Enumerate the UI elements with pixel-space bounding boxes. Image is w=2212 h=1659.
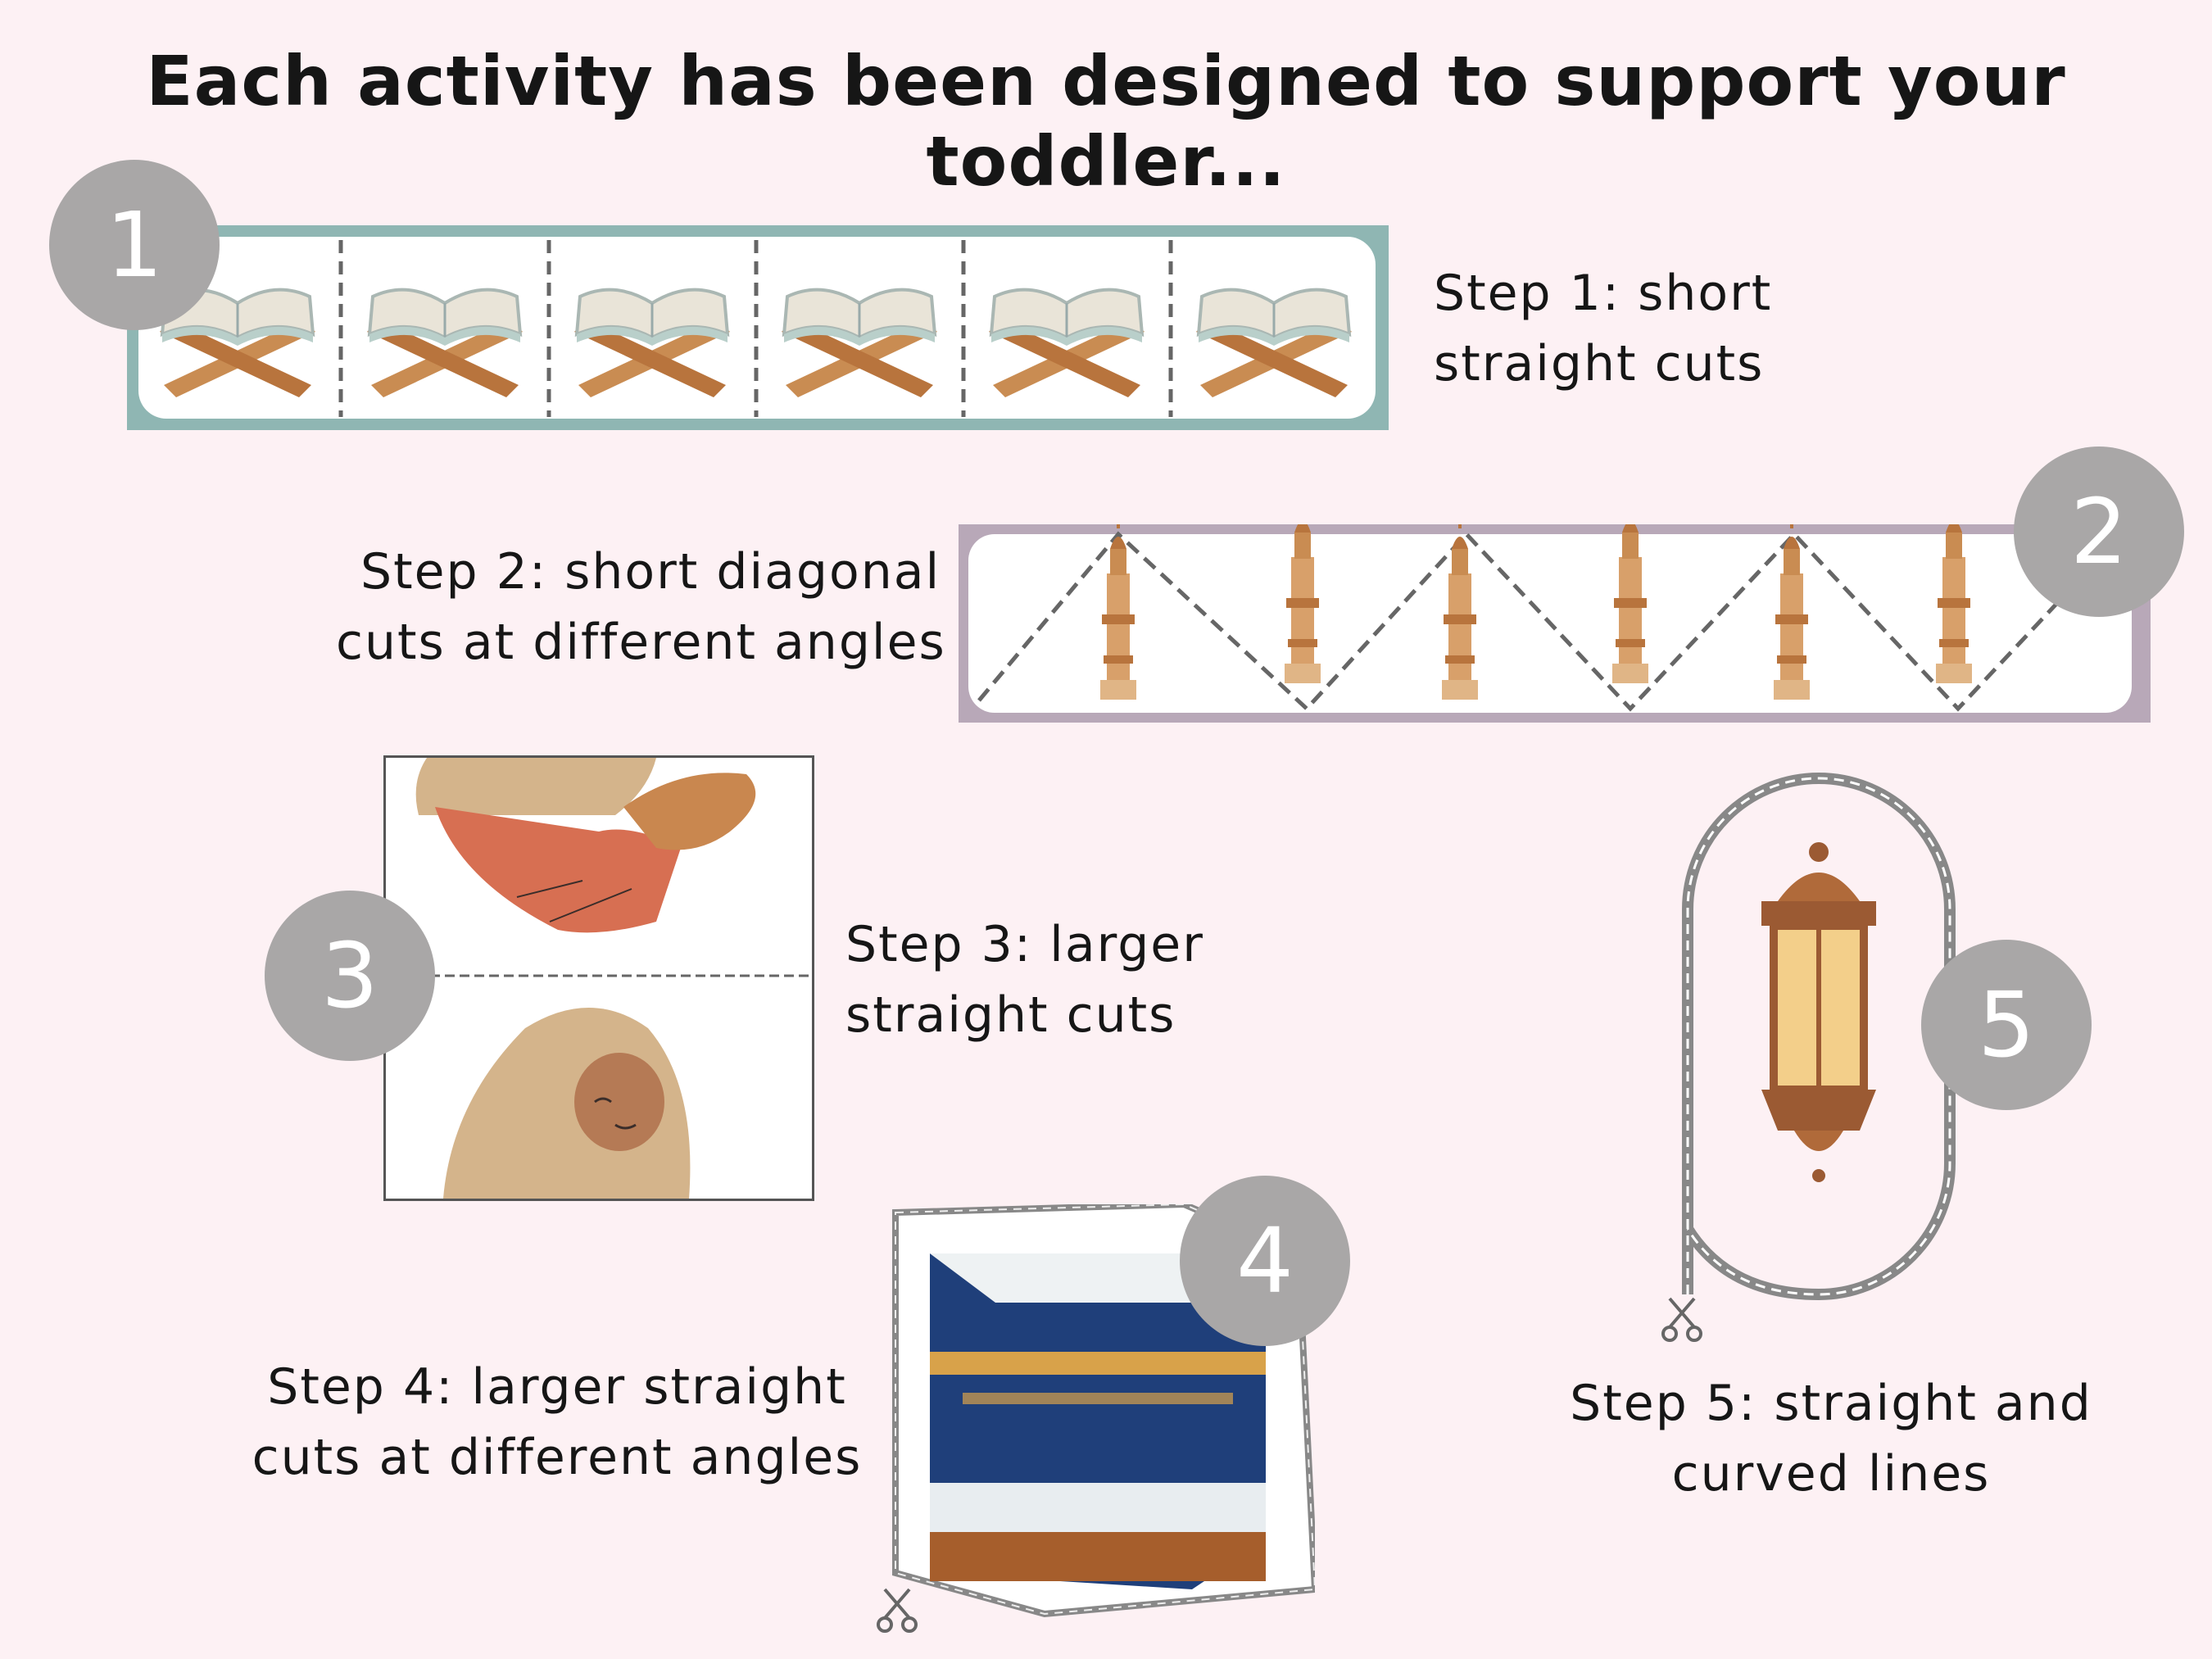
step-1-caption-line-2: straight cuts (1434, 335, 1765, 392)
step-5-badge: 5 (1921, 940, 2092, 1110)
step-1-badge: 1 (49, 160, 220, 330)
scissors-icon (1661, 1297, 1702, 1342)
step-5-caption-line-2: curved lines (1671, 1445, 1991, 1503)
step-5-card (1671, 770, 1966, 1303)
step-2-caption-line-1: Step 2: short diagonal (360, 543, 941, 601)
step-3-caption-line-1: Step 3: larger (845, 916, 1204, 973)
step-5-caption-line-1: Step 5: straight and (1570, 1375, 2092, 1432)
step-1-caption: Step 1: short straight cuts (1434, 258, 1772, 399)
kaaba-illustration (892, 1204, 1315, 1618)
step-3-badge: 3 (265, 891, 435, 1061)
page-title: Each activity has been designed to suppo… (146, 41, 2066, 202)
step-3-card (383, 755, 814, 1201)
step-4-card (889, 1204, 1315, 1626)
step-2-badge: 2 (2014, 446, 2184, 617)
lantern-illustration (1761, 842, 1876, 1182)
step-2-card (959, 524, 2151, 723)
step-4-badge: 4 (1180, 1176, 1350, 1346)
lantern-track (1682, 773, 1956, 1301)
step-4-caption-line-1: Step 4: larger straight (267, 1358, 847, 1416)
step-4-caption-line-2: cuts at different angles (252, 1429, 863, 1486)
step-3-caption: Step 3: larger straight cuts (845, 909, 1204, 1050)
scissors-icon (877, 1588, 918, 1633)
minaret-strip (959, 524, 2151, 723)
step-4-caption: Step 4: larger straight cuts at differen… (250, 1352, 864, 1493)
step-1-card (127, 225, 1389, 430)
step-1-caption-line-1: Step 1: short (1434, 265, 1773, 322)
step-3-caption-line-2: straight cuts (845, 986, 1176, 1044)
step-2-caption-line-2: cuts at different angles (336, 614, 946, 671)
praying-girl-illustration (386, 758, 812, 1199)
quran-strip (127, 225, 1389, 430)
step-2-caption: Step 2: short diagonal cuts at different… (336, 537, 946, 678)
step-5-caption: Step 5: straight and curved lines (1540, 1368, 2122, 1509)
